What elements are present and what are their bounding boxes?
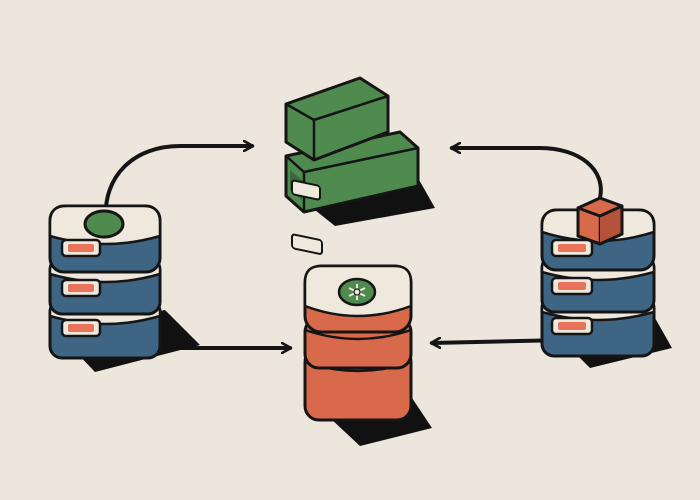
left-server-stack	[48, 204, 200, 372]
right-server-stack	[540, 196, 672, 368]
hub-icon	[337, 277, 377, 307]
green-circle-marker	[83, 209, 125, 239]
green-block-unit-upper	[284, 76, 390, 201]
arrow-right-to-top	[452, 148, 603, 200]
top-green-block	[284, 76, 435, 255]
bottom-red-stack	[303, 264, 432, 446]
red-cube-marker	[576, 196, 624, 246]
left-stack-unit-1	[48, 204, 162, 274]
